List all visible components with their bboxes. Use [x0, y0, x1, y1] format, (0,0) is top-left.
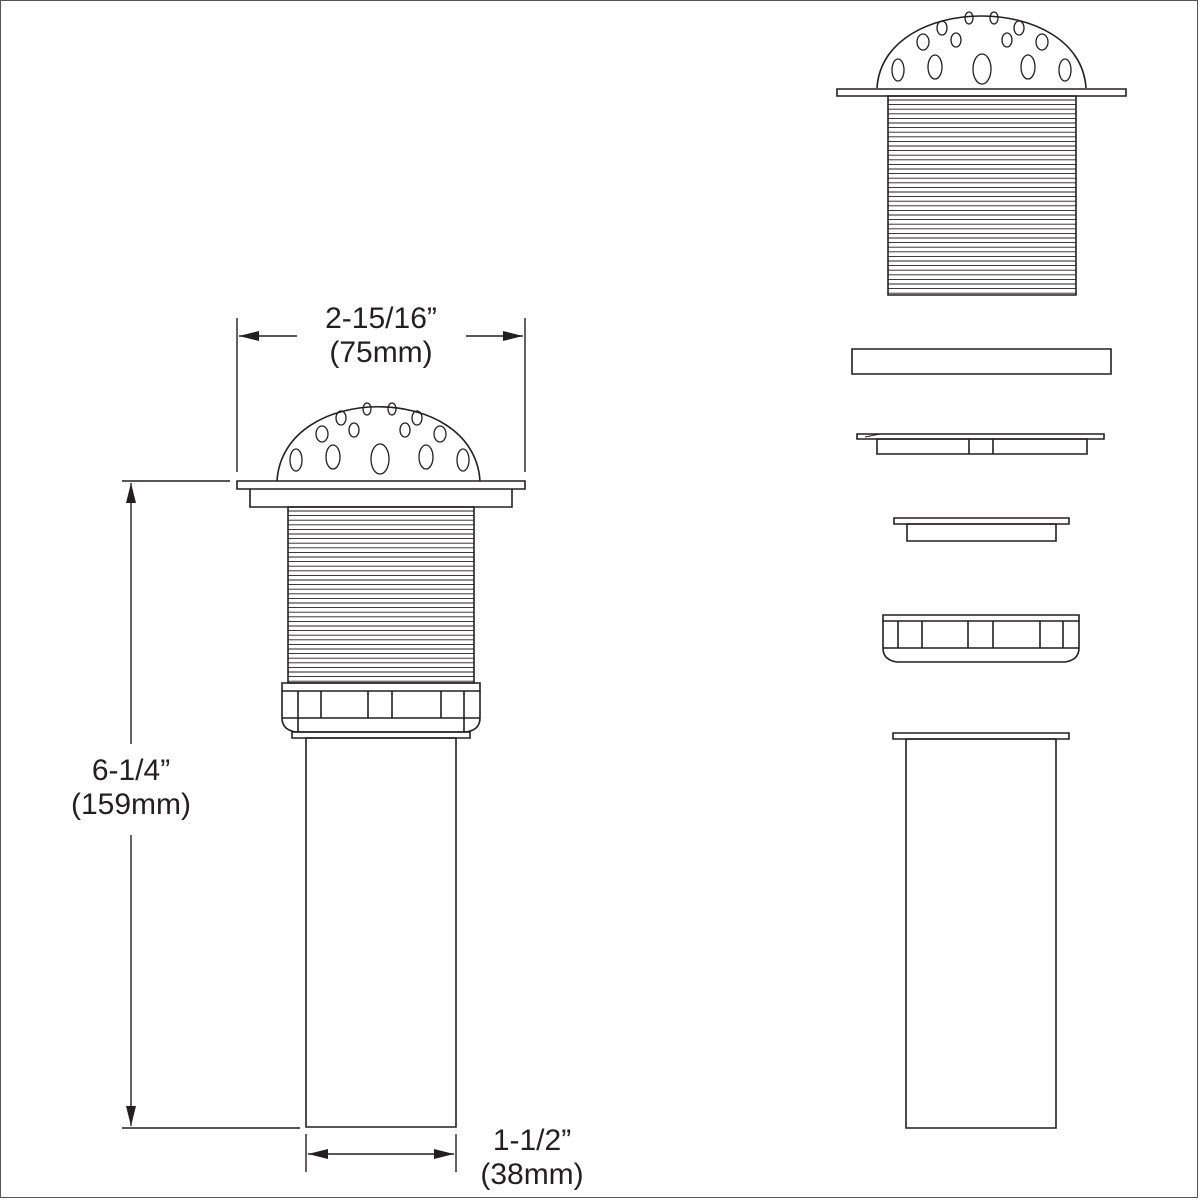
overall-height-label: 6-1/4” (159mm)	[56, 754, 206, 822]
tailpiece-diameter-metric: (38mm)	[480, 1158, 584, 1191]
exploded-flange	[837, 89, 1126, 96]
exploded-washer	[857, 434, 1104, 454]
exploded-thread-lines	[888, 100, 1076, 293]
top-width-metric: (75mm)	[329, 336, 433, 369]
exploded-gasket	[852, 349, 1111, 374]
thread-lines	[288, 511, 474, 681]
exploded-strainer-holes	[892, 12, 1071, 84]
tailpiece-diameter-label: 1-1/2” (38mm)	[462, 1124, 602, 1192]
exploded-threaded-body	[888, 96, 1076, 295]
dimension-lines	[122, 318, 525, 1172]
locknut	[282, 683, 480, 732]
overall-height-metric: (159mm)	[70, 788, 191, 821]
top-flange	[237, 481, 525, 489]
strainer-holes	[290, 403, 469, 474]
exploded-tailpiece-tube	[906, 739, 1056, 1128]
dome-strainer	[277, 407, 480, 481]
exploded-small-ring	[894, 518, 1069, 541]
threaded-body	[288, 507, 474, 683]
tailpiece-flange	[292, 732, 470, 738]
top-width-label: 2-15/16” (75mm)	[290, 302, 472, 370]
overall-height-imperial: 6-1/4”	[91, 754, 171, 787]
exploded-drain	[837, 12, 1126, 1128]
tailpiece-diameter-imperial: 1-1/2”	[492, 1124, 572, 1157]
exploded-locknut	[883, 615, 1079, 662]
exploded-tailpiece-flange	[893, 733, 1069, 739]
assembled-drain	[237, 403, 525, 1127]
flange-body	[250, 489, 512, 507]
tailpiece-tube	[306, 738, 456, 1127]
exploded-dome	[877, 16, 1086, 88]
top-width-imperial: 2-15/16”	[325, 302, 437, 335]
